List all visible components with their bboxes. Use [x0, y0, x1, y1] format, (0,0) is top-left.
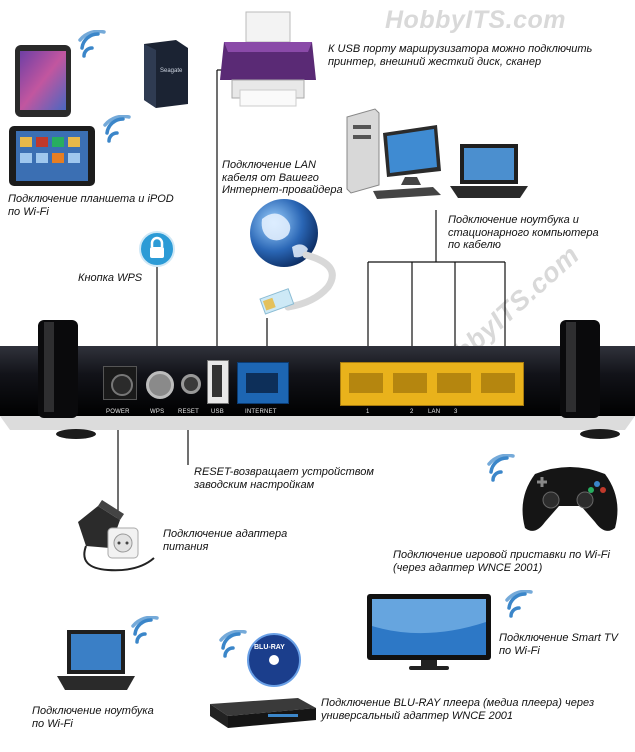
port-label-lan-2: 2 [410, 409, 414, 415]
laptop-icon [57, 630, 135, 690]
port-label-lan-3: 3 [454, 409, 458, 415]
caption-lan-cable: Подключение LAN кабеля от Вашего Интерне… [222, 159, 343, 196]
caption-laptop-wifi: Подключение ноутбука по Wi-Fi [32, 705, 154, 730]
desktop-pc-icon [346, 108, 441, 199]
internet-port [237, 362, 289, 404]
wifi-icon [505, 590, 533, 618]
port-label-lan-1: 1 [366, 409, 370, 415]
lock-icon [139, 231, 175, 267]
internet-globe [248, 195, 348, 330]
globe-icon [250, 199, 318, 267]
desktop-pc [345, 105, 445, 205]
power-adapter [68, 498, 158, 585]
caption-bluray: Подключение BLU-RAY плеера (медиа плеера… [321, 697, 595, 722]
wifi-icon [78, 30, 106, 58]
ethernet-plug-icon [259, 288, 295, 315]
gamepad-icon [522, 467, 618, 531]
caption-wps-button: Кнопка WPS [78, 272, 143, 284]
wps-button[interactable] [146, 371, 174, 399]
smart-tv [365, 592, 495, 677]
hdd-brand-label: Seagate [160, 68, 183, 74]
port-label-wps: WPS [150, 409, 165, 415]
wps-icon-wrap [138, 230, 176, 273]
tablet-icon [9, 126, 95, 186]
wifi-icon [487, 454, 515, 482]
bluray-player: BLU-RAY [208, 624, 318, 739]
port-label-usb: USB [211, 409, 224, 415]
ipad-device [14, 44, 74, 124]
wifi-icon [103, 115, 131, 143]
usb-port [207, 360, 229, 404]
laptop-cable [448, 142, 528, 212]
reset-button[interactable] [181, 374, 201, 394]
power-port [103, 366, 137, 400]
caption-laptop-desktop: Подключение ноутбука и стационарного ком… [448, 214, 599, 251]
watermark-top: HobbyITS.com [385, 6, 567, 34]
bluray-player-icon [210, 633, 316, 728]
tablet-device [8, 125, 98, 194]
port-label-power: POWER [106, 409, 130, 415]
game-console [515, 458, 625, 543]
laptop-icon [450, 144, 528, 198]
printer-icon [220, 11, 316, 107]
caption-usb-port: К USB порту маршрузизатора можно подключ… [328, 43, 593, 68]
bluray-disc-label: BLU-RAY [254, 644, 285, 651]
router [0, 318, 635, 443]
caption-smart-tv: Подключение Smart TV по Wi-Fi [499, 632, 618, 657]
port-label-lan: LAN [428, 409, 441, 415]
caption-tablet-ipod: Подключение планшета и iPOD по Wi-Fi [8, 193, 174, 218]
wifi-icon [131, 616, 159, 644]
caption-power-adapter: Подключение адаптера питания [163, 528, 288, 553]
router-body [0, 320, 635, 439]
printer [218, 10, 318, 115]
hard-drive-icon [144, 40, 188, 108]
wifi-icon [219, 630, 247, 658]
tablet-icon [15, 45, 71, 117]
port-label-internet: INTERNET [245, 409, 277, 415]
caption-game-console: Подключение игровой приставки по Wi-Fi (… [393, 549, 610, 574]
tv-icon [367, 594, 491, 670]
external-hdd: Seagate [140, 38, 192, 115]
laptop-wifi [55, 628, 137, 703]
port-label-reset: RESET [178, 409, 200, 415]
wall-socket-icon [107, 527, 139, 559]
caption-reset: RESET-возвращает устройством заводским н… [194, 466, 374, 491]
lan-ports [340, 362, 524, 406]
